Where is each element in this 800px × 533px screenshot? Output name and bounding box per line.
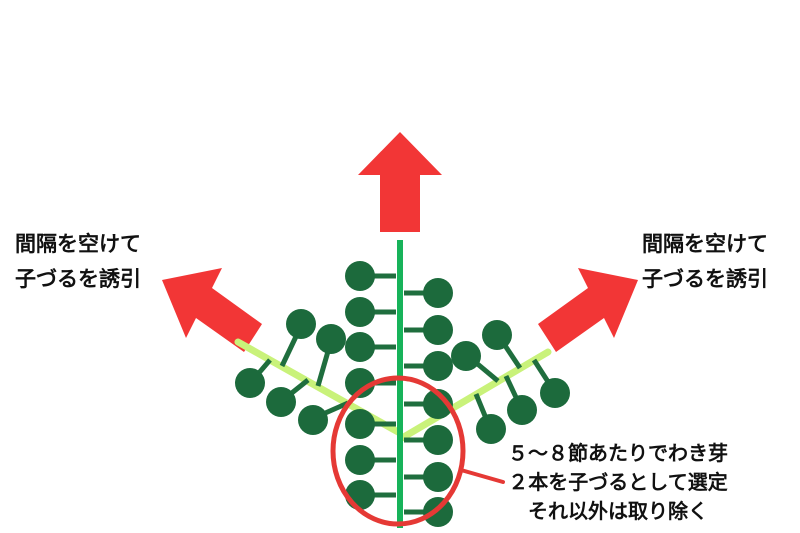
arrow-right	[538, 268, 638, 352]
leaf	[286, 309, 316, 339]
caption-left-line-1: 間隔を空けて	[15, 232, 141, 256]
leaf	[423, 389, 453, 419]
leaf	[540, 378, 570, 408]
leaf	[316, 324, 346, 354]
caption-left-line-2: 子づるを誘引	[15, 267, 141, 291]
leaf	[451, 341, 481, 371]
caption-right-line-1: 間隔を空けて	[642, 232, 768, 256]
caption-right-line-2: 子づるを誘引	[642, 267, 768, 291]
leaf	[345, 261, 375, 291]
caption-left: 間隔を空けて 子づるを誘引	[15, 234, 141, 304]
highlight-circle	[330, 375, 466, 527]
leaf	[266, 387, 296, 417]
leaf	[345, 368, 375, 398]
caption-note-line-1: ５～８節あたりでわき芽	[508, 441, 728, 465]
leaf	[345, 332, 375, 362]
leaf	[423, 278, 453, 308]
leaf	[345, 297, 375, 327]
leaf	[476, 414, 506, 444]
callout-leader-line	[459, 468, 505, 484]
leaf	[423, 497, 453, 527]
leaf	[235, 368, 265, 398]
leaf	[507, 395, 537, 425]
leaf	[423, 462, 453, 492]
arrow-up	[358, 132, 442, 232]
leaf	[423, 351, 453, 381]
caption-right: 間隔を空けて 子づるを誘引	[642, 234, 768, 304]
leaf	[482, 320, 512, 350]
leaf	[423, 425, 453, 455]
leaf	[345, 409, 375, 439]
leaf	[345, 445, 375, 475]
caption-note: ５～８節あたりでわき芽 ２本を子づるとして選定 それ以外は取り除く	[508, 443, 728, 530]
arrow-left	[162, 268, 262, 352]
arrows	[162, 132, 638, 352]
leaf	[298, 405, 328, 435]
leaf	[423, 315, 453, 345]
leaf	[345, 480, 375, 510]
caption-note-line-2: ２本を子づるとして選定	[508, 470, 728, 494]
caption-note-line-3: それ以外は取り除く	[528, 499, 708, 523]
